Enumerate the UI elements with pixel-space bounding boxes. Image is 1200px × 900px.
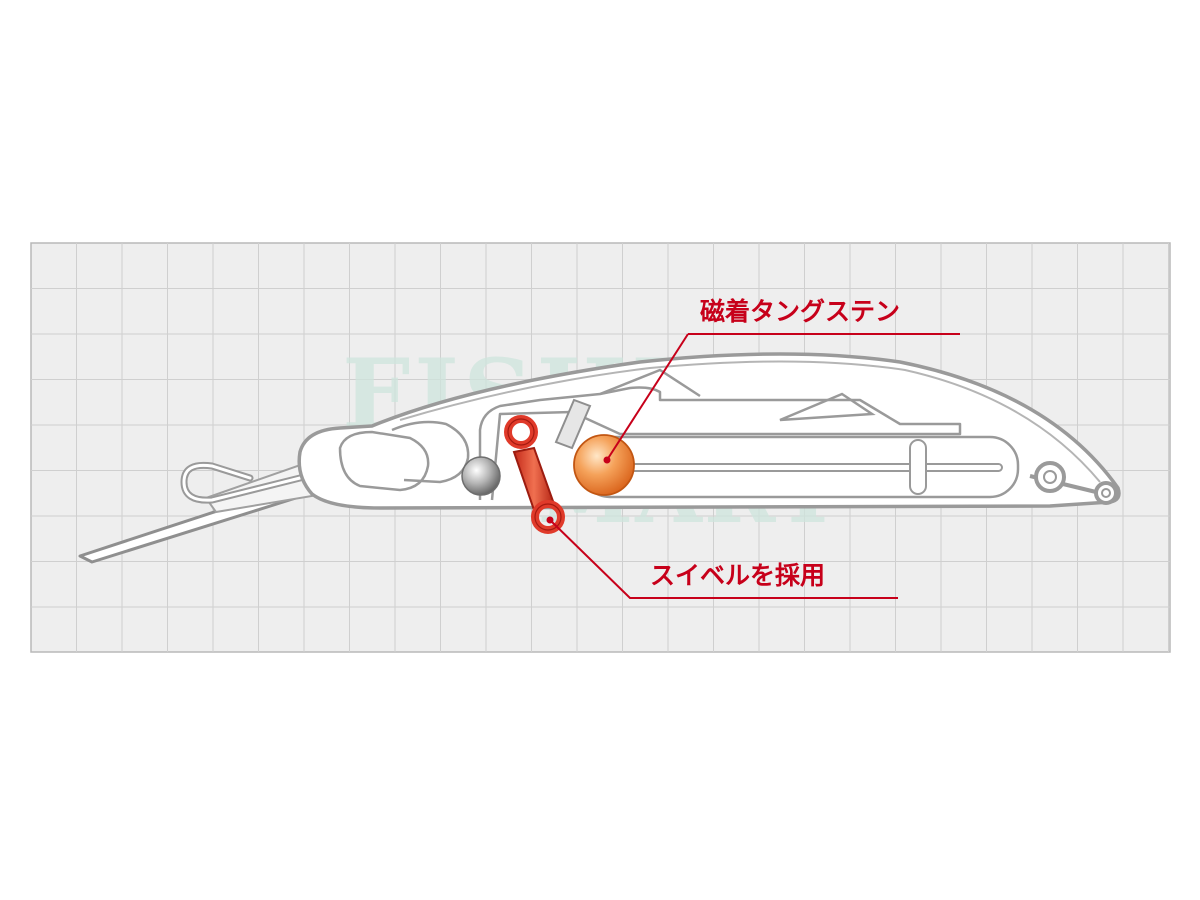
rear-hook-eye <box>1029 461 1118 505</box>
head-chamber-2 <box>391 420 470 484</box>
rib-upper <box>599 368 701 398</box>
swivel-tab <box>554 398 592 450</box>
callout-magnet-leader <box>606 333 689 461</box>
steel-ball <box>461 456 501 496</box>
magnet-tungsten-ball <box>573 434 635 496</box>
head-chamber <box>338 430 430 492</box>
rail-end-stopper <box>909 439 927 495</box>
callout-swivel: スイベルを採用 <box>546 516 898 599</box>
callout-swivel-dot <box>546 516 554 524</box>
internal-frame <box>478 386 962 501</box>
rib-triangle <box>779 392 876 422</box>
callout-magnet-label: 磁着タングステン <box>700 297 900 326</box>
callout-magnet-tungsten: 磁着タングステン <box>603 297 960 464</box>
weight-rail-slot <box>629 463 1003 472</box>
callout-magnet-dot <box>603 456 611 464</box>
callout-swivel-label: スイベルを採用 <box>650 561 825 590</box>
lure-back-stripe <box>399 360 1101 483</box>
swivel <box>504 415 565 534</box>
line-tie-inner <box>182 463 302 502</box>
callout-swivel-leader <box>549 519 898 599</box>
